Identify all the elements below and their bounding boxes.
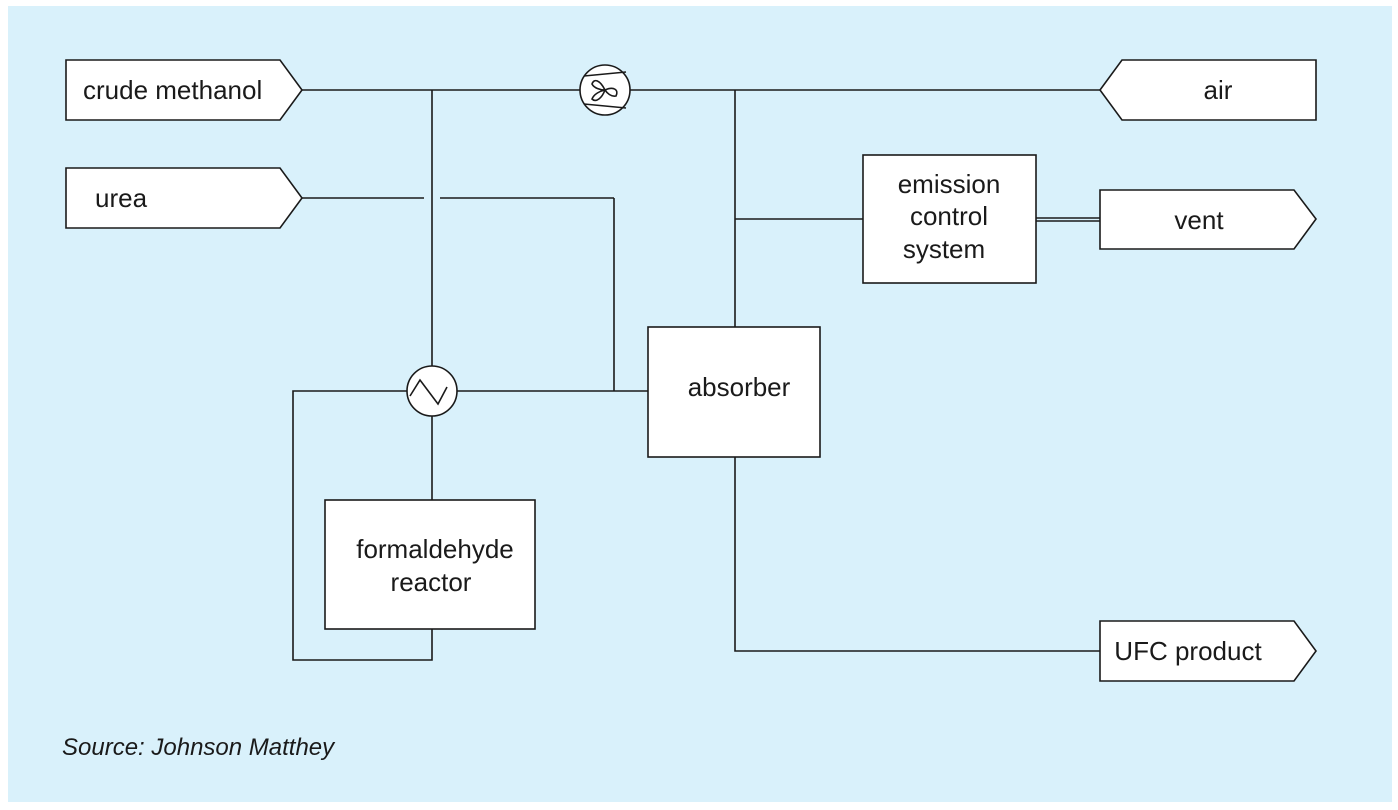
pipe-reactor-loop <box>292 390 433 661</box>
input-urea: urea <box>65 167 303 229</box>
reactor-line-2: reactor <box>391 567 472 597</box>
absorber-label: absorber <box>688 372 791 402</box>
absorber-box: absorber <box>647 326 821 458</box>
urea-label: urea <box>95 183 148 213</box>
source-caption: Source: Johnson Matthey <box>62 734 336 761</box>
pipe-absorber-product <box>734 457 1100 652</box>
emission-control-line-3: system <box>903 234 985 264</box>
ufc-product-label: UFC product <box>1114 636 1262 666</box>
air-label: air <box>1204 75 1233 105</box>
output-vent: vent <box>1099 189 1317 250</box>
vent-label: vent <box>1174 205 1224 235</box>
fan-icon <box>579 64 631 116</box>
formaldehyde-reactor-box: formaldehyde reactor <box>324 499 536 630</box>
reactor-line-1: formaldehyde <box>356 534 514 564</box>
input-air: air <box>1099 59 1317 121</box>
pipes <box>292 89 1100 661</box>
emission-control-line-1: emission <box>898 169 1001 199</box>
output-ufc-product: UFC product <box>1099 620 1317 682</box>
emission-control-system-box: emission control system <box>862 154 1037 284</box>
input-crude-methanol: crude methanol <box>65 59 303 121</box>
emission-control-line-2: control <box>910 201 988 231</box>
crude-methanol-label: crude methanol <box>83 75 262 105</box>
heat-exchanger-icon <box>406 365 458 417</box>
